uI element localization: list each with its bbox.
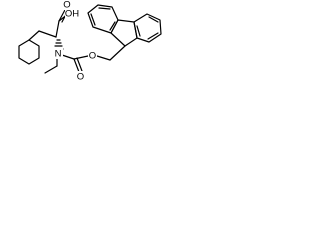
- cyclohexyl-ch2-bond: [28, 30, 40, 41]
- ch2-fluorenyl-bond: [109, 45, 126, 61]
- carbonyl-ester-o-bond: [73, 55, 89, 60]
- fluorene-upper-benzene-ring: [133, 13, 162, 43]
- chemical-structure: OH O N O O: [18, 0, 162, 83]
- cyclohexane-ring-bonds: [18, 39, 40, 65]
- carboxyl-double-bond-1: [58, 7, 67, 22]
- upper-ring-double-bond: [148, 16, 159, 23]
- carbonyl-o-label-background: [76, 71, 85, 82]
- upper-ring-double-bond: [136, 25, 141, 37]
- fluorene-lower-benzene-ring: [87, 4, 119, 34]
- ester-o-ch2-bond: [96, 55, 111, 61]
- ch2-alpha-carbon-bond: [38, 30, 57, 38]
- nitrogen-label: N: [55, 49, 62, 60]
- oh-label-background: [65, 8, 80, 19]
- carbonyl-double-bond-1: [73, 58, 80, 73]
- methyl-group: [44, 65, 58, 74]
- carbonyl-oxygen-label: O: [77, 72, 84, 83]
- lower-ring-double-bond: [98, 7, 111, 10]
- hydroxyl-label: OH: [65, 9, 79, 20]
- carbonyl-double-bond-2: [76, 57, 83, 72]
- cyclohexyl-ring: [18, 39, 40, 65]
- acid-o-label-background: [63, 0, 72, 10]
- lower-ring-double-bond: [109, 21, 116, 31]
- alpha-carbon-carboxyl-bond: [55, 20, 60, 38]
- fluorenyl-group: [87, 4, 162, 47]
- ester-o-label-background: [88, 50, 97, 61]
- lower-ring-double-bond: [90, 13, 96, 26]
- fluorene-five-ring: [110, 19, 138, 47]
- carboxyl-oxygen-label: O: [63, 0, 70, 11]
- n-carbonyl-bond: [61, 54, 75, 60]
- upper-ring-double-bond: [147, 32, 159, 40]
- ester-oxygen-label: O: [89, 51, 96, 62]
- n-label-background: [53, 48, 63, 59]
